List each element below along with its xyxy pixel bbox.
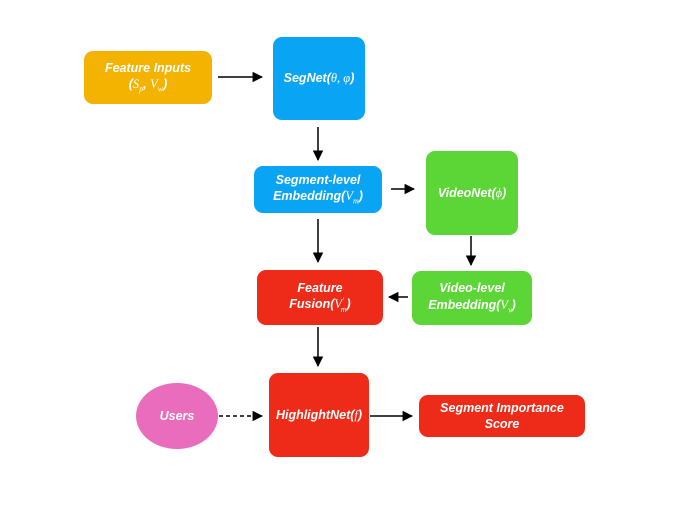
users-label: Users	[159, 408, 195, 423]
node-highlightnet: HighlightNet(f)	[269, 373, 369, 457]
node-segnet: SegNet(θ, φ)	[273, 37, 365, 120]
importance-score-line2: Score	[484, 417, 520, 431]
segment-embedding-title: Segment-level	[275, 172, 361, 187]
highlightnet-label: HighlightNet(f)	[275, 407, 363, 422]
feature-fusion-title: Feature	[297, 280, 343, 295]
feature-inputs-vars: (Sp, Vw)	[128, 77, 168, 94]
node-segment-embedding: Segment-level Embedding(Vm)	[254, 166, 382, 213]
node-videonet: VideoNet(ϕ)	[426, 151, 518, 235]
segnet-label: SegNet(θ, φ)	[283, 71, 355, 86]
node-feature-inputs: Feature Inputs (Sp, Vw)	[84, 51, 212, 104]
node-video-embedding: Video-level Embedding(Vv)	[412, 271, 532, 325]
node-users: Users	[136, 383, 218, 449]
feature-fusion-vars: Fusion(V'm)	[289, 296, 351, 314]
node-feature-fusion: Feature Fusion(V'm)	[257, 270, 383, 325]
feature-inputs-title: Feature Inputs	[104, 60, 192, 75]
videonet-label: VideoNet(ϕ)	[437, 185, 507, 200]
importance-score-line1: Segment Importance	[440, 400, 564, 415]
node-importance-score: Segment Importance Score	[419, 395, 585, 437]
video-embedding-vars: Embedding(Vv)	[428, 297, 516, 315]
segment-embedding-vars: Embedding(Vm)	[273, 189, 363, 206]
video-embedding-title: Video-level	[439, 281, 505, 296]
